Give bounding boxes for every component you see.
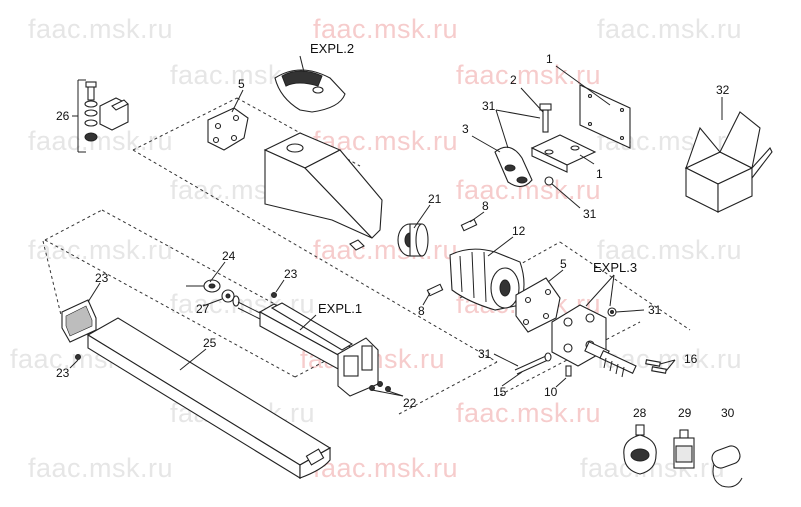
part-housing xyxy=(263,132,383,251)
part-plate-1 xyxy=(530,84,631,173)
callout-32: 32 xyxy=(716,83,730,97)
callout-31: 31 xyxy=(648,303,662,317)
callout-16: 16 xyxy=(684,352,698,366)
part-box-32 xyxy=(684,111,773,213)
callout-15: 15 xyxy=(493,385,507,399)
callout-25: 25 xyxy=(203,336,217,350)
callout-30: 30 xyxy=(721,406,735,420)
callout-1: 1 xyxy=(546,52,553,66)
callout-5: 5 xyxy=(238,77,245,91)
callout-24: 24 xyxy=(222,249,236,263)
part-pump-expl3 xyxy=(551,304,637,378)
part-bag-28 xyxy=(623,424,657,475)
part-screw-23b xyxy=(271,292,277,298)
callout-expl2: EXPL.2 xyxy=(310,41,355,56)
callout-1: 1 xyxy=(596,167,603,181)
callout-leaders xyxy=(69,55,723,397)
part-motor-12 xyxy=(449,248,525,311)
watermark: faac.msk.ru xyxy=(28,126,174,156)
part-bolt-2 xyxy=(539,103,552,133)
callout-expl3: EXPL.3 xyxy=(593,260,638,275)
part-pin-8 xyxy=(426,218,478,297)
callout-21: 21 xyxy=(428,192,442,206)
callout-8: 8 xyxy=(482,199,489,213)
callout-23: 23 xyxy=(284,267,298,281)
part-gasket-5b xyxy=(515,277,561,333)
part-piston-expl1 xyxy=(237,301,391,397)
part-nut-31b xyxy=(544,176,554,186)
watermark: faac.msk.ru xyxy=(28,235,174,265)
part-bolt-15 xyxy=(514,352,552,375)
callout-2: 2 xyxy=(510,73,517,87)
part-screw-10 xyxy=(565,365,572,377)
callout-23: 23 xyxy=(95,271,109,285)
part-nut-31-hole xyxy=(610,310,614,314)
watermark: faac.msk.ru xyxy=(313,453,459,483)
part-cover-expl2 xyxy=(274,69,346,113)
callout-29: 29 xyxy=(678,406,692,420)
callout-28: 28 xyxy=(633,406,647,420)
part-gasket-5 xyxy=(207,107,249,151)
part-bracket-26 xyxy=(72,79,129,153)
part-bottle-29 xyxy=(673,429,695,469)
watermark: faac.msk.ru xyxy=(597,14,743,44)
part-clevis-3 xyxy=(494,146,533,188)
callout-31: 31 xyxy=(583,207,597,221)
callout-26: 26 xyxy=(56,109,70,123)
part-gasket-23 xyxy=(61,299,97,343)
callout-12: 12 xyxy=(512,224,526,238)
callout-expl1: EXPL.1 xyxy=(318,301,363,316)
part-screws-16 xyxy=(645,359,667,374)
part-screw-23 xyxy=(75,354,81,360)
watermark: faac.msk.ru xyxy=(313,235,459,265)
callout-5: 5 xyxy=(560,257,567,271)
callout-10: 10 xyxy=(544,385,558,399)
watermark: faac.msk.ru xyxy=(456,398,602,428)
watermark: faac.msk.ru xyxy=(456,60,602,90)
callout-31: 31 xyxy=(478,347,492,361)
part-rod-eye-24 xyxy=(186,279,240,307)
callout-3: 3 xyxy=(462,122,469,136)
callout-22: 22 xyxy=(403,396,417,410)
part-tube-25 xyxy=(86,317,332,479)
callout-23: 23 xyxy=(56,366,70,380)
watermark: faac.msk.ru xyxy=(597,235,743,265)
callout-8: 8 xyxy=(418,304,425,318)
callout-27: 27 xyxy=(196,302,210,316)
part-capacitor-30 xyxy=(711,445,743,488)
watermark: faac.msk.ru xyxy=(313,14,459,44)
callout-31: 31 xyxy=(482,99,496,113)
watermark: faac.msk.ru xyxy=(28,14,174,44)
part-coupling-21 xyxy=(397,223,429,257)
watermark: faac.msk.ru xyxy=(28,453,174,483)
